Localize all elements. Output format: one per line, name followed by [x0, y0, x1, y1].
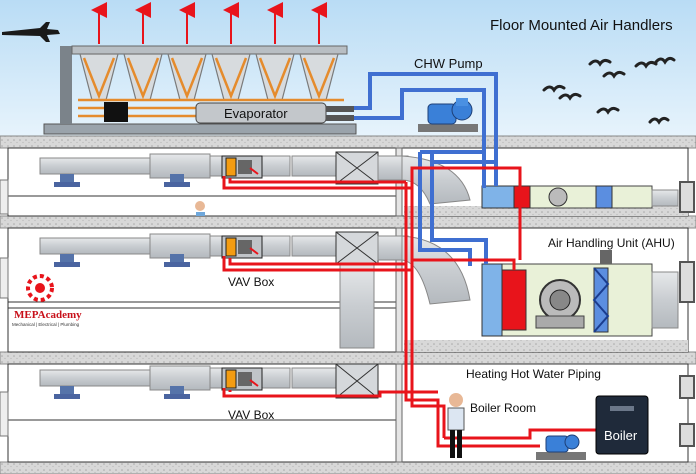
vav-box-label-lower: VAV Box [228, 408, 274, 422]
logo-name: MEPAcademy [14, 309, 82, 321]
ahu-upper [481, 185, 679, 209]
rooftop-chiller: Evaporator [43, 45, 357, 135]
ahu-label: Air Handling Unit (AHU) [548, 236, 675, 250]
logo-tagline: Mechanical | Electrical | Plumbing [12, 322, 80, 327]
heat-exhaust-arrows [91, 2, 327, 44]
ahu-lower [481, 250, 679, 337]
mepacademy-logo: MEPAcademy Mechanical | Electrical | Plu… [12, 274, 82, 327]
person-boiler-room [447, 393, 465, 458]
supply-duct-floor-2 [39, 231, 471, 349]
person-floor-1 [195, 201, 205, 216]
evaporator-label: Evaporator [224, 106, 288, 121]
heating-piping-label: Heating Hot Water Piping [466, 367, 601, 381]
boiler: Boiler [595, 395, 649, 455]
diagram-title: Floor Mounted Air Handlers [490, 17, 673, 34]
birds-icon [542, 56, 676, 125]
airplane-icon [2, 22, 60, 42]
boiler-room-label: Boiler Room [470, 401, 536, 415]
chw-pump-label: CHW Pump [414, 56, 483, 71]
boiler-label: Boiler [604, 428, 638, 443]
heating-hot-water-piping [222, 166, 600, 448]
chw-pump [418, 98, 478, 132]
vav-box-label-upper: VAV Box [228, 275, 274, 289]
hot-water-pump [536, 434, 586, 460]
vav-box-units [221, 155, 263, 391]
